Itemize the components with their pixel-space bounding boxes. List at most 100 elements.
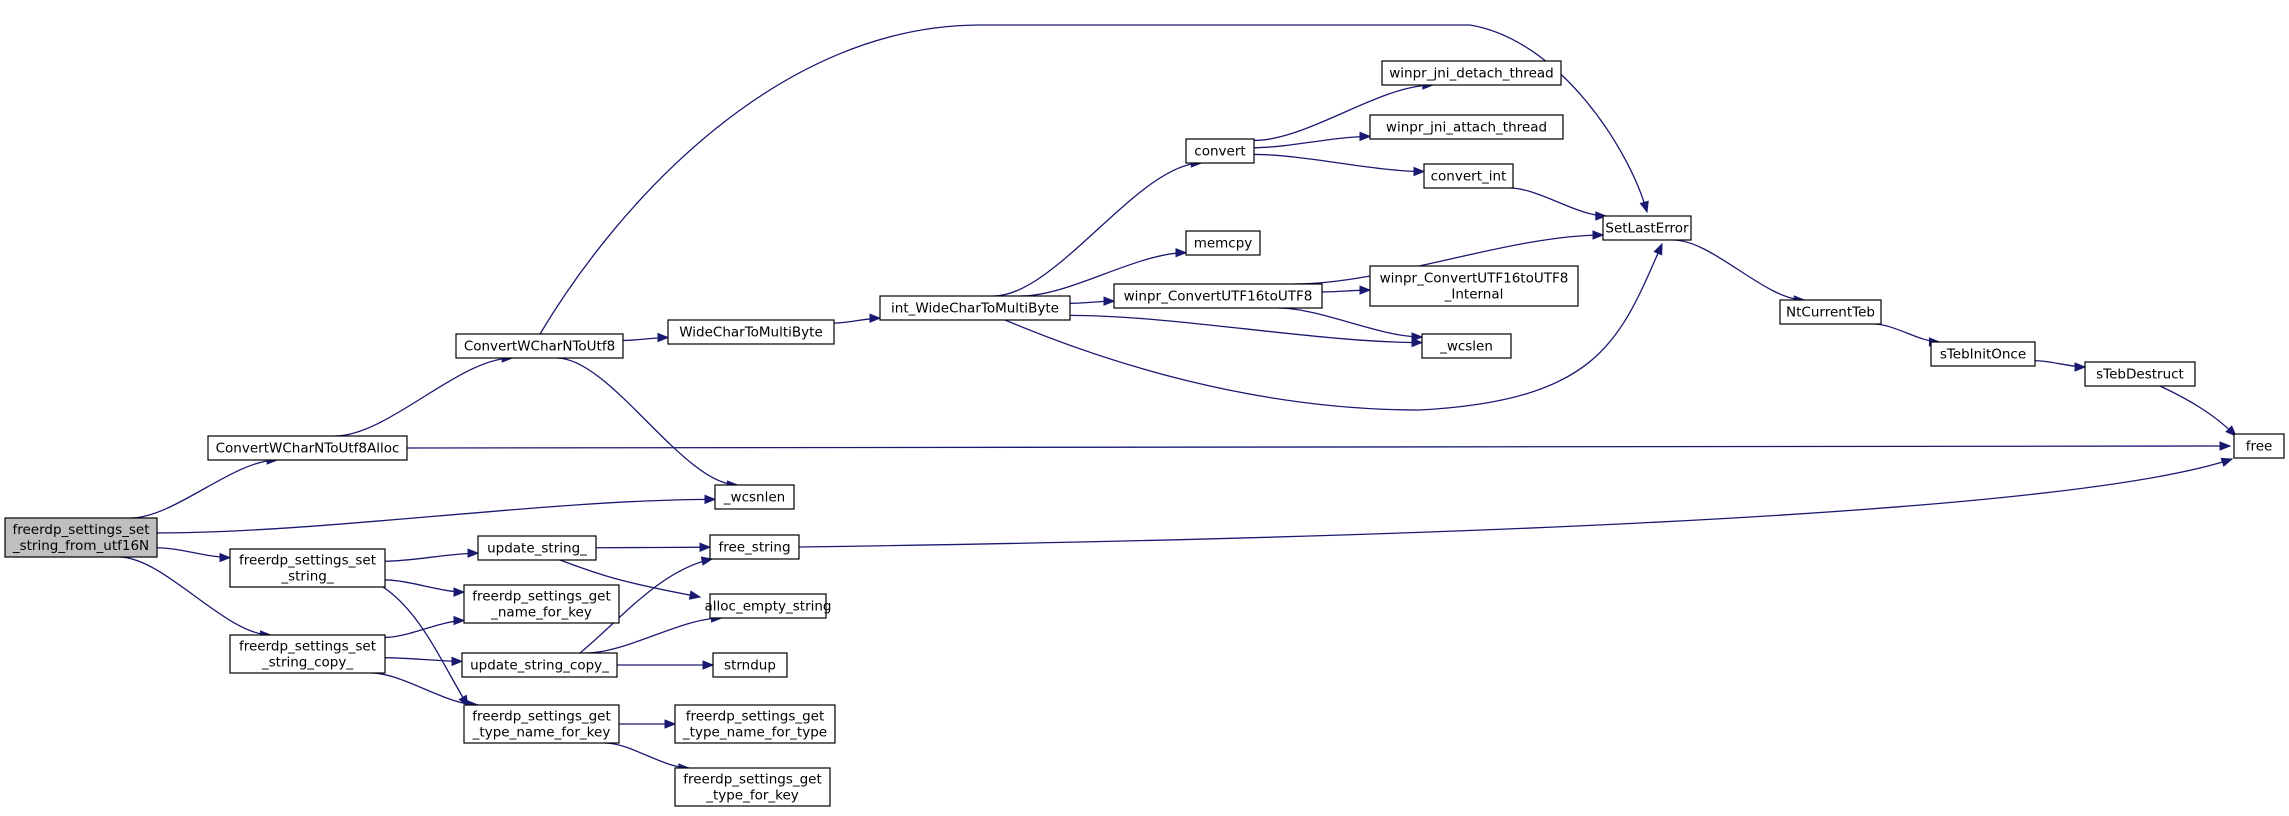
node-root[interactable]: freerdp_settings_set_string_from_utf16N <box>4 517 158 558</box>
edge-iwctmb-to-convert <box>993 158 1203 297</box>
edge-root-to-fss <box>156 547 232 563</box>
node-label: _name_for_key <box>490 605 592 621</box>
arrowhead <box>467 548 480 558</box>
edges-layer <box>118 24 2237 773</box>
arrowhead <box>1103 296 1116 306</box>
node-box <box>712 652 788 678</box>
node-box <box>1930 341 2036 367</box>
node-label: free <box>2246 439 2273 455</box>
node-box <box>1185 138 1255 164</box>
arrowhead <box>699 542 712 552</box>
node-detach[interactable]: winpr_jni_detach_thread <box>1381 60 1562 86</box>
node-label: _wcsnlen <box>723 490 785 506</box>
node-cwcnua[interactable]: ConvertWCharNToUtf8Alloc <box>207 435 408 461</box>
node-label: freerdp_settings_set <box>239 639 376 655</box>
node-stio[interactable]: sTebInitOnce <box>1930 341 2036 367</box>
node-free[interactable]: free <box>2233 433 2285 459</box>
arrowhead <box>1359 131 1372 142</box>
edge-fssc-to-gname <box>384 615 466 639</box>
node-fssc[interactable]: freerdp_settings_set_string_copy_ <box>229 634 386 674</box>
edge-convint-to-setlasterror <box>1509 187 1608 221</box>
arrowhead <box>700 556 714 566</box>
arrowhead <box>702 660 715 670</box>
node-wctmb[interactable]: WideCharToMultiByte <box>667 319 835 345</box>
edge-fss-to-gname <box>384 579 466 597</box>
node-box <box>709 593 827 619</box>
node-box <box>477 535 597 561</box>
edge-updcopy-to-freestr <box>579 556 714 654</box>
arrowhead <box>2074 362 2087 372</box>
arrowhead <box>704 494 717 505</box>
node-box <box>709 534 800 560</box>
node-attach[interactable]: winpr_jni_attach_thread <box>1369 114 1564 140</box>
node-label: _type_for_key <box>705 788 799 804</box>
edge-convert-to-attach <box>1253 131 1372 149</box>
node-box <box>463 704 620 744</box>
node-gname[interactable]: freerdp_settings_get_name_for_key <box>463 584 620 624</box>
node-memcpy[interactable]: memcpy <box>1185 230 1261 256</box>
node-box <box>1381 60 1562 86</box>
node-stdes[interactable]: sTebDestruct <box>2084 361 2196 387</box>
node-label: free_string <box>718 540 790 556</box>
node-gtname[interactable]: freerdp_settings_get_type_name_for_key <box>463 704 620 744</box>
edge-setlasterror-to-ntct <box>1673 239 1806 305</box>
node-label: ConvertWCharNToUtf8 <box>464 339 615 355</box>
node-updstr[interactable]: update_string_ <box>477 535 597 561</box>
edge-stio-to-stdes <box>2034 359 2087 372</box>
node-box <box>1113 283 1323 309</box>
edge-iwctmb-to-wcslen <box>1069 314 1424 348</box>
node-box <box>667 319 835 345</box>
node-gtnfortype[interactable]: freerdp_settings_get_type_name_for_type <box>674 704 836 744</box>
node-fss[interactable]: freerdp_settings_set_string_ <box>229 548 386 588</box>
edge-iwctmb-to-memcpy <box>1020 247 1188 297</box>
node-convert[interactable]: convert <box>1185 138 1255 164</box>
node-label: freerdp_settings_get <box>472 589 611 605</box>
node-label: memcpy <box>1194 236 1253 252</box>
arrowhead <box>1639 200 1649 214</box>
node-freestr[interactable]: free_string <box>709 534 800 560</box>
node-label: _type_name_for_key <box>472 725 611 741</box>
edge-updstr-to-freestr <box>595 542 712 552</box>
edge-convert-to-convint <box>1253 153 1426 177</box>
node-label: _type_name_for_type <box>682 725 827 741</box>
node-label: NtCurrentTeb <box>1786 305 1875 321</box>
node-box <box>463 584 620 624</box>
node-updcopy[interactable]: update_string_copy_ <box>461 652 618 678</box>
node-label: winpr_jni_attach_thread <box>1386 120 1547 136</box>
edge-root-to-wcsnlen <box>156 494 717 534</box>
arrowhead <box>451 656 464 667</box>
node-wcu16[interactable]: winpr_ConvertUTF16toUTF8 <box>1113 283 1323 309</box>
node-label: _string_from_utf16N <box>12 538 149 554</box>
node-wcsnlen[interactable]: _wcsnlen <box>714 484 795 510</box>
edge-root-to-cwcnua <box>130 455 279 519</box>
arrowhead <box>453 615 466 626</box>
node-box <box>229 548 386 588</box>
node-box <box>2233 433 2285 459</box>
edge-wctmb-to-iwctmb <box>833 313 882 324</box>
node-box <box>461 652 618 678</box>
node-cwcnu[interactable]: ConvertWCharNToUtf8 <box>455 333 624 359</box>
nodes-layer: freerdp_settings_set_string_from_utf16NC… <box>4 60 2285 807</box>
arrowhead <box>657 332 670 343</box>
node-strndup[interactable]: strndup <box>712 652 788 678</box>
node-convint[interactable]: convert_int <box>1423 163 1514 189</box>
node-wcu16i[interactable]: winpr_ConvertUTF16toUTF8_Internal <box>1369 265 1579 307</box>
node-gtforkey[interactable]: freerdp_settings_get_type_for_key <box>674 767 831 807</box>
node-box <box>879 295 1071 321</box>
node-box <box>1423 163 1514 189</box>
node-box <box>4 517 158 558</box>
node-iwctmb[interactable]: int_WideCharToMultiByte <box>879 295 1071 321</box>
edge-stdes-to-free <box>2159 385 2237 437</box>
edge-cwcnu-to-wcsnlen <box>556 357 739 490</box>
node-wcslen[interactable]: _wcslen <box>1421 333 1512 359</box>
arrowhead <box>1595 211 1608 221</box>
node-label: update_string_ <box>487 541 587 557</box>
node-label: int_WideCharToMultiByte <box>891 301 1059 317</box>
node-label: ConvertWCharNToUtf8Alloc <box>216 441 400 457</box>
node-allocempty[interactable]: alloc_empty_string <box>704 593 832 619</box>
node-label: sTebDestruct <box>2096 367 2184 383</box>
node-setlasterror[interactable]: SetLastError <box>1602 215 1692 241</box>
edge-wcu16-to-setlasterror <box>1293 230 1605 285</box>
node-box <box>674 704 836 744</box>
node-ntct[interactable]: NtCurrentTeb <box>1779 299 1882 325</box>
